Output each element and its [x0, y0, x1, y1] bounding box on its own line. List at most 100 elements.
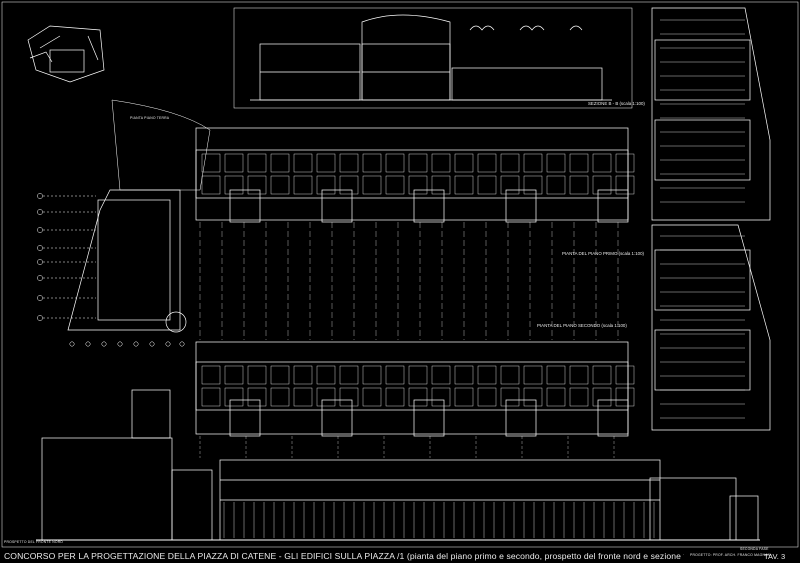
credits: PROGETTO: PROF. ARCH. FRANCO MAGNANI: [690, 553, 772, 557]
room-cell: [362, 387, 382, 407]
section-drawing: [233, 7, 633, 109]
room-cell: [477, 387, 497, 407]
room-cell: [224, 175, 244, 195]
room-cell: [293, 387, 313, 407]
room-cell: [385, 175, 405, 195]
second-floor-plan: [195, 341, 629, 437]
room-cell: [454, 387, 474, 407]
room-cell: [385, 365, 405, 385]
key-plan: [27, 25, 105, 83]
axis-bubble: [37, 259, 43, 265]
right-tower-upper: [651, 7, 771, 221]
room-cell: [270, 387, 290, 407]
room-cell: [201, 365, 221, 385]
drawing-title: CONCORSO PER LA PROGETTAZIONE DELLA PIAZ…: [4, 551, 684, 561]
sheet-number: TAV. 3: [764, 552, 786, 561]
axis-bubble: [133, 341, 139, 347]
room-cell: [546, 365, 566, 385]
room-cell: [316, 365, 336, 385]
room-cell: [569, 153, 589, 173]
room-cell: [431, 365, 451, 385]
room-cell: [270, 365, 290, 385]
room-cell: [477, 153, 497, 173]
room-cell: [431, 175, 451, 195]
axis-bubble: [37, 275, 43, 281]
room-cell: [408, 365, 428, 385]
axis-bubble: [165, 341, 171, 347]
room-cell: [454, 153, 474, 173]
room-cell: [431, 153, 451, 173]
room-cell: [408, 387, 428, 407]
axis-bubble: [101, 341, 107, 347]
room-cell: [339, 175, 359, 195]
small-note: SECONDA FASE: [740, 547, 769, 551]
axis-bubble: [37, 295, 43, 301]
room-cell: [247, 365, 267, 385]
room-cell: [224, 365, 244, 385]
room-cell: [500, 153, 520, 173]
plan-second-label: PIANTA DEL PIANO SECONDO (scala 1:100): [537, 323, 627, 328]
room-cell: [454, 175, 474, 195]
room-cell: [316, 387, 336, 407]
section-label: SEZIONE B - B (scala 1:100): [588, 101, 645, 106]
room-cell: [270, 153, 290, 173]
axis-bubble: [37, 209, 43, 215]
room-cell: [339, 153, 359, 173]
room-cell: [316, 175, 336, 195]
room-cell: [339, 365, 359, 385]
plan-first-label: PIANTA DEL PIANO PRIMO (scala 1:100): [562, 251, 644, 256]
room-cell: [569, 175, 589, 195]
axis-bubble: [85, 341, 91, 347]
room-cell: [408, 175, 428, 195]
room-cell: [339, 387, 359, 407]
sheet-border: [1, 1, 799, 548]
axis-bubble: [37, 193, 43, 199]
axis-bubble: [69, 341, 75, 347]
room-cell: [546, 175, 566, 195]
room-cell: [247, 175, 267, 195]
room-cell: [362, 365, 382, 385]
room-cell: [592, 365, 612, 385]
axis-bubble: [37, 227, 43, 233]
room-cell: [477, 365, 497, 385]
room-cell: [247, 153, 267, 173]
room-cell: [546, 387, 566, 407]
axis-bubble: [117, 341, 123, 347]
room-cell: [500, 387, 520, 407]
room-cell: [385, 153, 405, 173]
room-cell: [615, 175, 635, 195]
room-cell: [201, 175, 221, 195]
room-cell: [224, 153, 244, 173]
room-cell: [523, 175, 543, 195]
room-cell: [523, 365, 543, 385]
room-cell: [569, 365, 589, 385]
room-cell: [615, 153, 635, 173]
room-cell: [523, 387, 543, 407]
room-cell: [224, 387, 244, 407]
detail-plan-label: PIANTA PIANO TERRA: [130, 116, 170, 120]
first-floor-plan: [195, 127, 629, 223]
room-cell: [293, 365, 313, 385]
room-cell: [293, 175, 313, 195]
room-cell: [500, 175, 520, 195]
room-cell: [569, 387, 589, 407]
room-cell: [362, 175, 382, 195]
axis-bubble: [37, 245, 43, 251]
room-cell: [592, 153, 612, 173]
room-cell: [592, 387, 612, 407]
room-cell: [408, 153, 428, 173]
axis-bubble: [179, 341, 185, 347]
room-cell: [477, 175, 497, 195]
room-cell: [592, 175, 612, 195]
north-elevation: [36, 389, 760, 541]
right-tower-lower: [651, 224, 771, 431]
room-cell: [316, 153, 336, 173]
room-cell: [454, 365, 474, 385]
room-cell: [270, 175, 290, 195]
elevation-label: PROSPETTO DEL FRONTE NORD: [4, 540, 64, 544]
room-cell: [546, 153, 566, 173]
room-cell: [293, 153, 313, 173]
room-cell: [523, 153, 543, 173]
